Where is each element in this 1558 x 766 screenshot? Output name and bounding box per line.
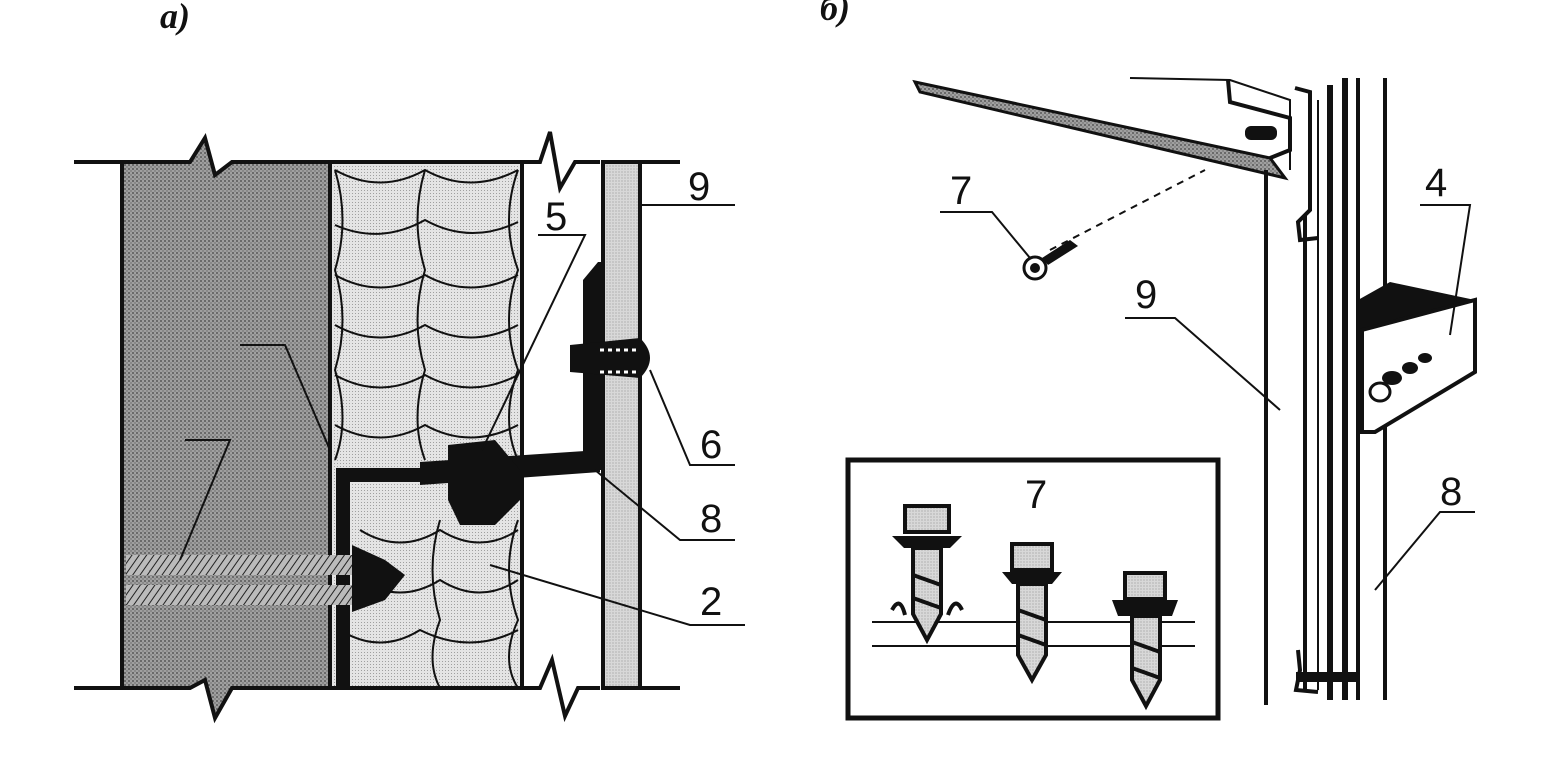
callout-2-a: 2 [700, 580, 722, 624]
top-panel-edge [912, 79, 1289, 181]
bracket-top [1358, 282, 1475, 330]
bolt-connection [448, 440, 520, 525]
leader-3 [179, 439, 232, 561]
screw-path [1049, 169, 1206, 251]
callout-8-b: 8 [1440, 470, 1462, 514]
insulation-pattern [333, 168, 520, 689]
callout-4-b: 4 [1425, 161, 1447, 205]
callout-9-a: 9 [688, 165, 710, 209]
screw [1022, 240, 1078, 281]
anchor-head [352, 545, 405, 612]
callout-8-a: 8 [700, 497, 722, 541]
inset-title: 7 [1025, 473, 1047, 517]
callout-5-a: 5 [545, 195, 567, 239]
bracket-face [1360, 297, 1477, 434]
break-mark-bottom [522, 653, 600, 723]
panel-b-caption: б) [820, 0, 850, 28]
wall-bracket [336, 468, 420, 688]
screw-inset: 7 [845, 457, 1221, 721]
leader-4 [240, 344, 331, 451]
panel-a-caption: а) [160, 0, 190, 36]
anchor-dowel-upper [126, 555, 352, 575]
break-mark-top [522, 131, 600, 194]
masonry-wall [120, 133, 332, 724]
panel-b-callouts: 7 4 9 8 [940, 161, 1475, 591]
panel-b-perspective [912, 77, 1477, 705]
callout-6-a: 6 [700, 423, 722, 467]
anchor-dowel-lower [126, 585, 352, 605]
panel-a-callouts: 9 5 6 8 2 [481, 165, 745, 626]
clip-slot [1245, 126, 1277, 140]
inset-screw-1 [890, 504, 964, 645]
inset-screw-2 [1002, 542, 1062, 685]
inset-screw-3 [1112, 571, 1178, 711]
callout-7-b: 7 [950, 169, 972, 213]
callout-9-b: 9 [1135, 273, 1157, 317]
panel-a-section [74, 131, 680, 724]
rivet [570, 338, 650, 378]
